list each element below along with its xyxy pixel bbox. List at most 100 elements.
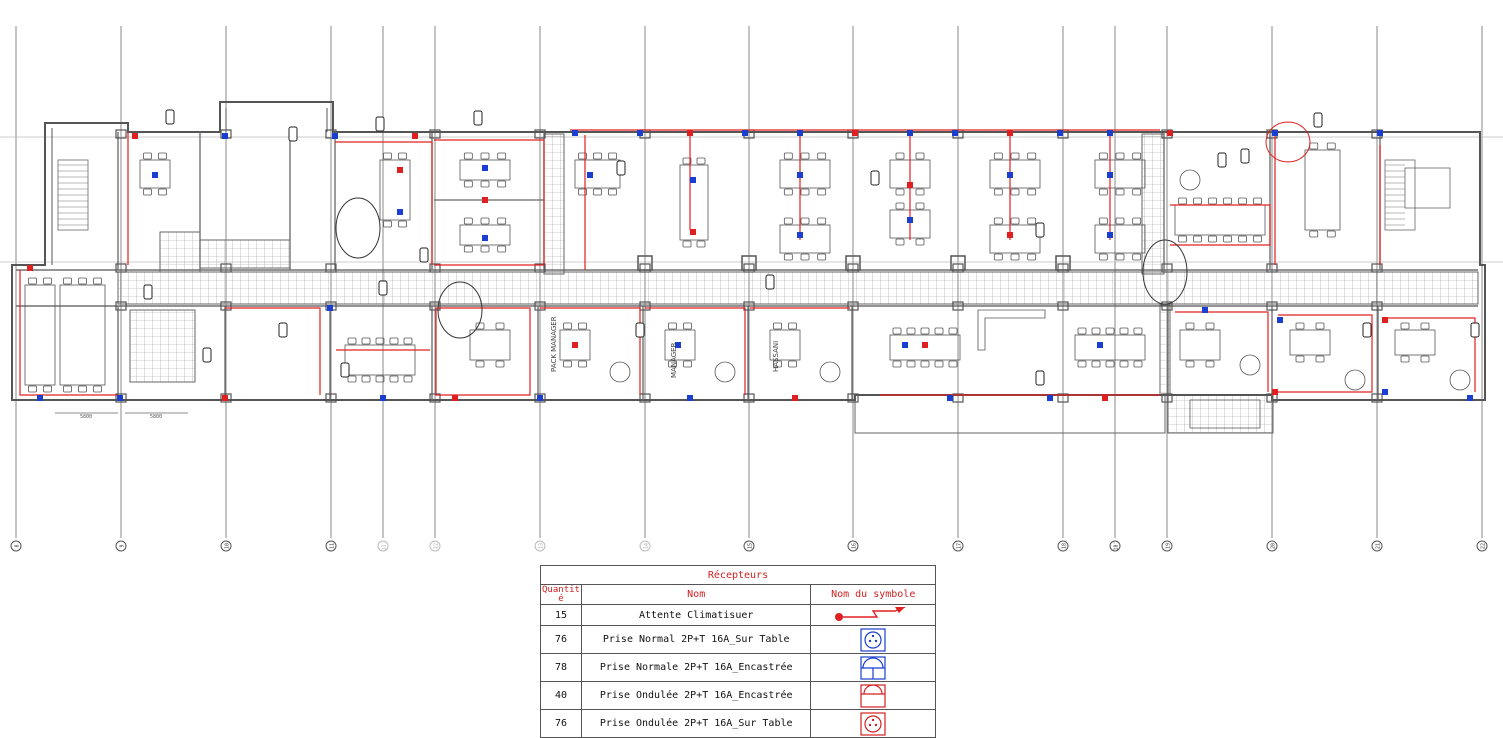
chair	[361, 375, 371, 383]
chair	[1010, 188, 1020, 196]
axis-bubble	[952, 540, 964, 552]
chair	[1253, 197, 1262, 205]
legend-quantity: 15	[540, 604, 582, 626]
ac-unit-icon	[165, 109, 175, 125]
axis-label: 21	[1376, 543, 1382, 549]
floor-plan: PACK MANAGER MANAGER HASSANI 5800 5800 8…	[0, 26, 1503, 552]
chair	[948, 327, 958, 335]
legend-name: Attente Climatisuer	[580, 604, 812, 626]
ac-unit-icon	[375, 116, 385, 132]
chair	[1105, 327, 1115, 335]
chair	[800, 253, 810, 261]
column-marker	[429, 301, 441, 311]
chair	[93, 385, 102, 393]
chair	[389, 375, 399, 383]
chair	[906, 327, 916, 335]
socket-marker	[1377, 130, 1383, 136]
chair	[361, 337, 371, 345]
chair	[906, 360, 916, 368]
dimension-label: 5800	[150, 414, 162, 420]
legend-name: Prise Ondulée 2P+T 16A_Encastrée	[580, 681, 812, 710]
chair	[143, 188, 152, 196]
chair	[1309, 230, 1319, 238]
socket-marker	[1057, 130, 1063, 136]
socket-marker	[1007, 130, 1013, 136]
chair	[783, 217, 793, 225]
legend-quantity: 76	[540, 625, 582, 654]
chair	[375, 337, 385, 345]
desk	[24, 284, 56, 386]
column-marker	[115, 129, 127, 139]
chair	[895, 188, 905, 196]
socket-marker	[907, 182, 913, 188]
room-label-pack-manager: PACK MANAGER	[550, 316, 558, 372]
lobby-table	[1189, 399, 1261, 429]
axis-label: 19	[1166, 543, 1172, 549]
socket-marker	[222, 395, 228, 401]
ac-unit-icon	[870, 170, 880, 186]
chair	[668, 322, 677, 330]
axis-label: 16	[852, 543, 858, 549]
sofa	[977, 309, 1046, 351]
column-marker	[741, 255, 757, 271]
desk	[1179, 329, 1221, 361]
round-table	[819, 361, 841, 383]
axis-bubble	[1109, 540, 1121, 552]
chair	[915, 238, 925, 246]
chair	[158, 152, 167, 160]
socket-marker	[1047, 395, 1053, 401]
chair	[347, 375, 357, 383]
axis-bubble	[1266, 540, 1278, 552]
legend-name: Prise Normale 2P+T 16A_Encastrée	[580, 653, 812, 682]
column-marker	[1055, 255, 1071, 271]
chair	[682, 157, 692, 165]
socket-symbols	[27, 109, 1480, 401]
desk	[469, 329, 511, 361]
chair	[773, 322, 782, 330]
axis-bubble	[1371, 540, 1383, 552]
ac-unit-icon	[1035, 370, 1045, 386]
chair	[1193, 235, 1202, 243]
round-table	[609, 361, 631, 383]
chair	[892, 327, 902, 335]
socket-marker	[1202, 307, 1208, 313]
column-marker	[639, 393, 651, 403]
socket-marker	[952, 130, 958, 136]
round-table	[1179, 169, 1201, 191]
chair	[1091, 360, 1101, 368]
chair	[682, 240, 692, 248]
chair	[143, 152, 152, 160]
legend-quantity: 76	[540, 709, 582, 738]
column-marker	[743, 263, 755, 273]
socket-marker	[572, 130, 578, 136]
socket-marker	[947, 395, 953, 401]
chair	[403, 375, 413, 383]
axis-label: 10	[225, 543, 231, 549]
socket-marker	[792, 395, 798, 401]
socket-marker	[587, 172, 593, 178]
socket-marker	[27, 265, 33, 271]
chair	[993, 188, 1003, 196]
socket-marker	[1167, 130, 1173, 136]
ac-unit-icon	[1362, 322, 1372, 338]
socket-marker	[907, 217, 913, 223]
round-table	[1239, 354, 1261, 376]
column-marker	[847, 263, 859, 273]
round-table	[1449, 369, 1471, 391]
socket-marker	[742, 130, 748, 136]
axis-bubble	[847, 540, 859, 552]
chair	[475, 360, 485, 368]
chair	[1309, 142, 1319, 150]
column-marker	[1161, 393, 1173, 403]
socket-marker	[482, 165, 488, 171]
desk	[574, 159, 621, 189]
chair	[28, 277, 37, 285]
chair	[1119, 327, 1129, 335]
desk	[59, 284, 106, 386]
desk	[459, 159, 511, 181]
ac-unit-icon	[202, 347, 212, 363]
socket-marker	[1007, 232, 1013, 238]
chair	[948, 360, 958, 368]
socket-marker	[1107, 130, 1113, 136]
axis-bubble	[429, 540, 441, 552]
